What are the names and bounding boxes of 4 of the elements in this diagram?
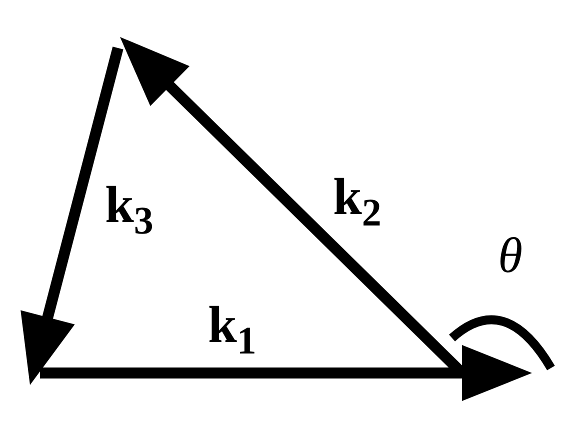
vector-label: k$_{1}$ — [208, 300, 256, 360]
vector-label: k$_{2}$ — [333, 172, 382, 232]
angle-label: θ — [498, 230, 523, 280]
vector-label: k$_{3}$ — [105, 180, 154, 240]
